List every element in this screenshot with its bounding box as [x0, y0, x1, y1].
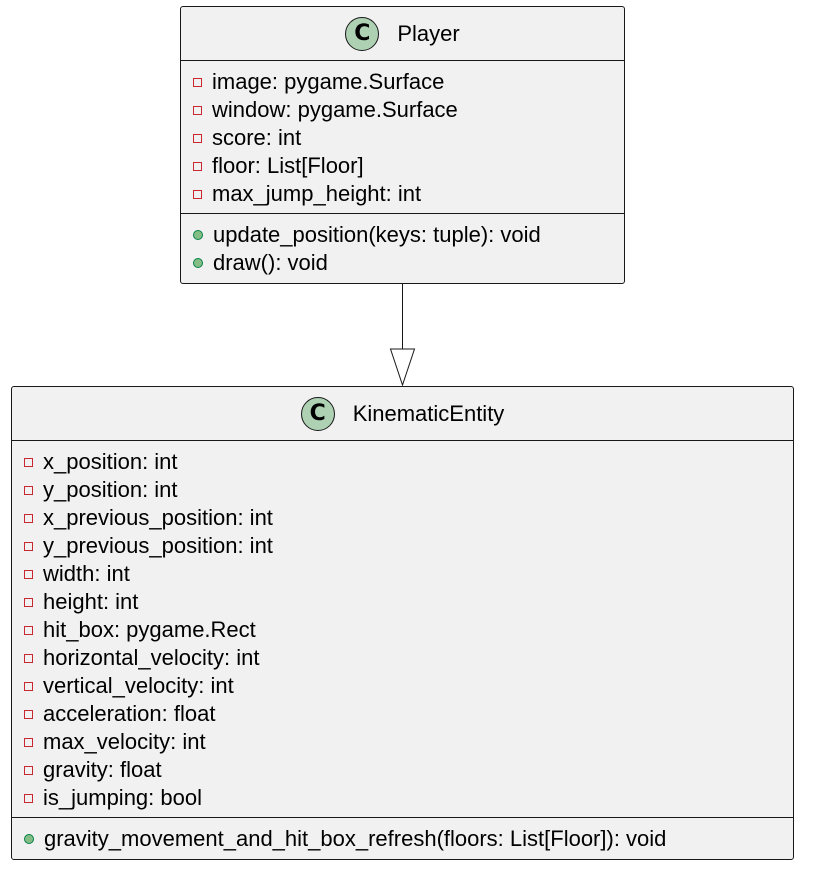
methods-section: update_position(keys: tuple): void draw(… [181, 214, 624, 277]
class-player[interactable]: C Player image: pygame.Surface window: p… [180, 6, 625, 284]
attribute-row: height: int [12, 588, 793, 616]
private-visibility-icon [193, 161, 202, 171]
attribute-row: score: int [181, 124, 624, 152]
private-visibility-icon [24, 597, 33, 607]
attribute-text: x_position: int [43, 449, 178, 474]
attribute-row: x_previous_position: int [12, 504, 793, 532]
attribute-text: acceleration: float [43, 701, 216, 726]
private-visibility-icon [24, 625, 33, 635]
method-row: gravity_movement_and_hit_box_refresh(flo… [12, 825, 793, 853]
class-kinematic-entity[interactable]: C KinematicEntity x_position: int y_posi… [11, 386, 794, 860]
attribute-row: acceleration: float [12, 700, 793, 728]
attribute-text: height: int [43, 589, 139, 614]
public-visibility-icon [24, 834, 34, 844]
private-visibility-icon [24, 513, 33, 523]
attribute-text: floor: List[Floor] [212, 153, 364, 178]
class-header: C KinematicEntity [12, 387, 793, 441]
method-text: update_position(keys: tuple): void [213, 222, 541, 247]
attribute-row: max_velocity: int [12, 728, 793, 756]
private-visibility-icon [193, 133, 202, 143]
attribute-row: width: int [12, 560, 793, 588]
private-visibility-icon [193, 105, 202, 115]
attribute-text: max_jump_height: int [212, 181, 422, 206]
private-visibility-icon [24, 541, 33, 551]
method-text: draw(): void [213, 250, 328, 275]
attributes-section: image: pygame.Surface window: pygame.Sur… [181, 61, 624, 214]
attribute-text: score: int [212, 125, 302, 150]
class-stereotype-icon: C [345, 16, 380, 51]
attribute-row: hit_box: pygame.Rect [12, 616, 793, 644]
class-name: Player [397, 20, 460, 46]
attribute-row: is_jumping: bool [12, 784, 793, 812]
attribute-text: width: int [43, 561, 130, 586]
private-visibility-icon [24, 457, 33, 467]
attribute-row: image: pygame.Surface [181, 68, 624, 96]
private-visibility-icon [24, 569, 33, 579]
attribute-text: y_previous_position: int [43, 533, 273, 558]
attribute-row: horizontal_velocity: int [12, 644, 793, 672]
class-header: C Player [181, 7, 624, 61]
private-visibility-icon [24, 737, 33, 747]
attribute-text: is_jumping: bool [43, 785, 202, 810]
private-visibility-icon [24, 709, 33, 719]
attribute-row: vertical_velocity: int [12, 672, 793, 700]
attributes-section: x_position: int y_position: int x_previo… [12, 441, 793, 818]
methods-section: gravity_movement_and_hit_box_refresh(flo… [12, 818, 793, 853]
attribute-text: y_position: int [43, 477, 178, 502]
attribute-text: vertical_velocity: int [43, 673, 234, 698]
attribute-text: gravity: float [43, 757, 162, 782]
attribute-text: horizontal_velocity: int [43, 645, 260, 670]
attribute-row: gravity: float [12, 756, 793, 784]
attribute-row: max_jump_height: int [181, 180, 624, 208]
attribute-text: x_previous_position: int [43, 505, 273, 530]
attribute-text: max_velocity: int [43, 729, 206, 754]
private-visibility-icon [24, 765, 33, 775]
public-visibility-icon [193, 258, 203, 268]
method-row: update_position(keys: tuple): void [181, 221, 624, 249]
private-visibility-icon [24, 793, 33, 803]
attribute-text: window: pygame.Surface [212, 97, 458, 122]
private-visibility-icon [193, 189, 202, 199]
attribute-row: y_position: int [12, 476, 793, 504]
private-visibility-icon [24, 653, 33, 663]
method-text: gravity_movement_and_hit_box_refresh(flo… [44, 826, 667, 851]
attribute-row: window: pygame.Surface [181, 96, 624, 124]
attribute-row: x_position: int [12, 448, 793, 476]
public-visibility-icon [193, 230, 203, 240]
private-visibility-icon [24, 681, 33, 691]
private-visibility-icon [24, 485, 33, 495]
private-visibility-icon [193, 77, 202, 87]
attribute-row: floor: List[Floor] [181, 152, 624, 180]
class-stereotype-icon: C [300, 396, 335, 431]
attribute-row: y_previous_position: int [12, 532, 793, 560]
class-name: KinematicEntity [352, 400, 505, 426]
attribute-text: hit_box: pygame.Rect [43, 617, 256, 642]
method-row: draw(): void [181, 249, 624, 277]
attribute-text: image: pygame.Surface [212, 69, 445, 94]
